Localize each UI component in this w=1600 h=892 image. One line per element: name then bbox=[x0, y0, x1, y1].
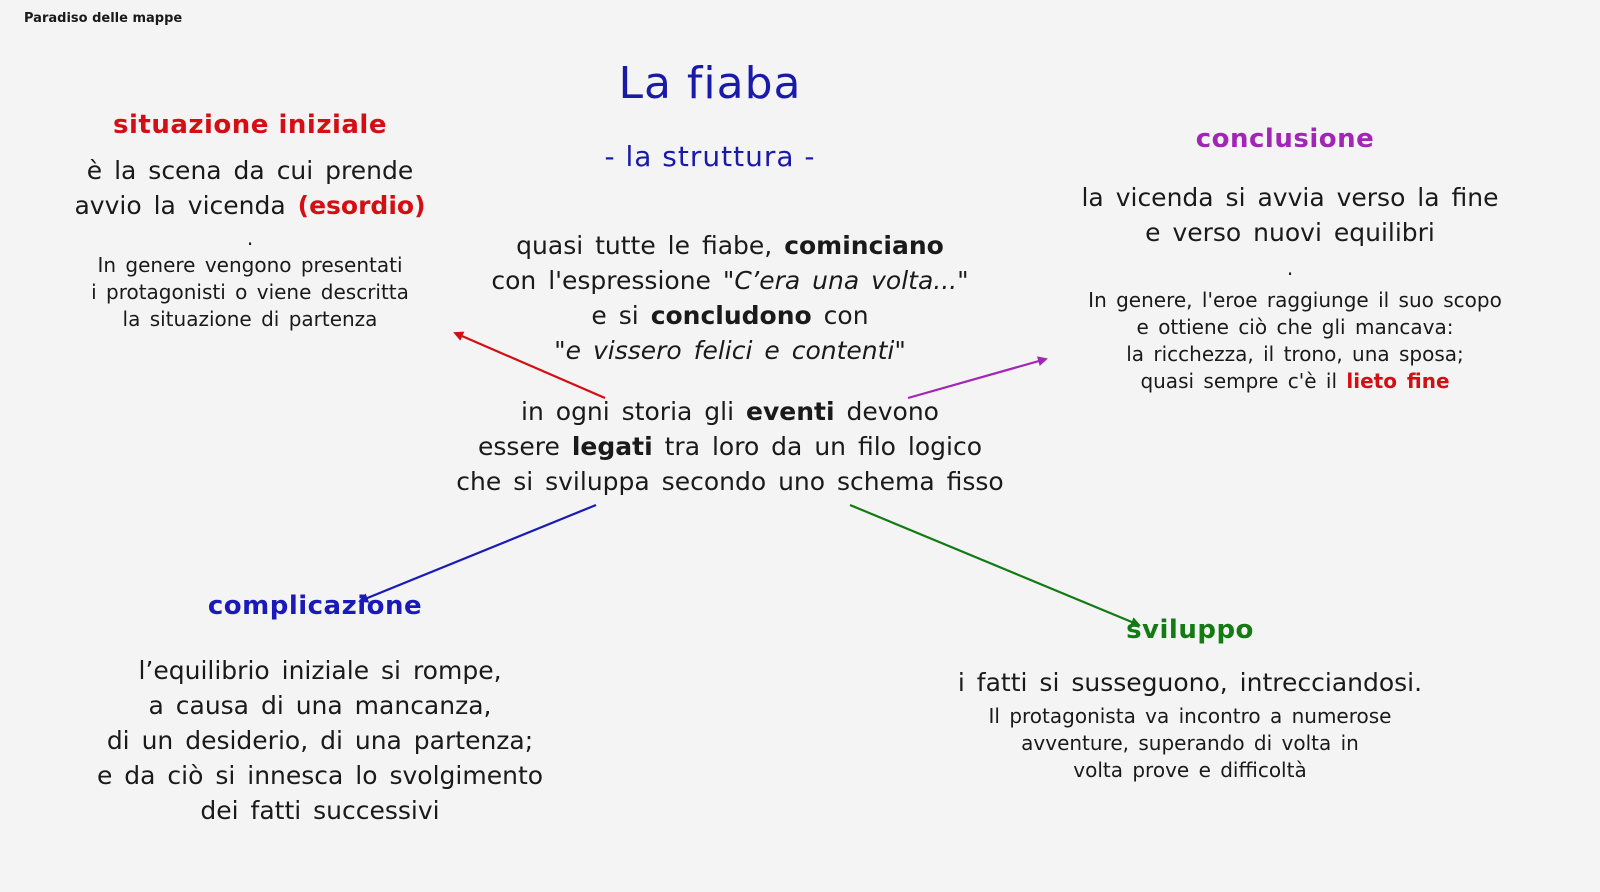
sviluppo-detail-line-1: Il protagonista va incontro a numerose bbox=[988, 704, 1392, 728]
complicazione-line-5: dei fatti successivi bbox=[200, 796, 440, 825]
situazione-line-1: è la scena da cui prende bbox=[86, 156, 414, 185]
complicazione-line-2: a causa di una mancanza, bbox=[148, 691, 492, 720]
complicazione-line-1: l’equilibrio iniziale si rompe, bbox=[138, 656, 502, 685]
situazione-line-2: avvio la vicenda (esordio) bbox=[30, 188, 470, 223]
sviluppo-body: i fatti si susseguono, intrecciandosi. bbox=[900, 665, 1480, 700]
center-events-text: essere bbox=[477, 432, 560, 461]
page-title: La fiaba bbox=[618, 58, 802, 109]
center-intro-line-4: "e vissero felici e contenti" bbox=[554, 336, 906, 365]
conclusione-line-2: e verso nuovi equilibri bbox=[1145, 218, 1435, 247]
center-events-line-1: in ogni storia gli eventi devono bbox=[400, 394, 1060, 429]
conclusione-detail-line-4: quasi sempre c'è il lieto fine bbox=[1030, 368, 1560, 395]
sviluppo-detail: Il protagonista va incontro a numerose a… bbox=[900, 703, 1480, 784]
center-intro-line-1: quasi tutte le fiabe, cominciano bbox=[430, 228, 1030, 263]
complicazione-body: l’equilibrio iniziale si rompe, a causa … bbox=[40, 653, 600, 828]
complicazione-line-3: di un desiderio, di una partenza; bbox=[106, 726, 534, 755]
center-events-line-2: essere legati tra loro da un filo logico bbox=[400, 429, 1060, 464]
center-intro-text: e si bbox=[591, 301, 639, 330]
arrow-to-conclusione bbox=[907, 356, 1048, 400]
conclusione-heading: conclusione bbox=[1195, 124, 1375, 154]
situazione-body: è la scena da cui prende avvio la vicend… bbox=[30, 153, 470, 223]
center-events-bold: legati bbox=[571, 432, 653, 461]
complicazione-heading: complicazione bbox=[207, 591, 423, 621]
situazione-detail-line-3: la situazione di partenza bbox=[122, 307, 378, 331]
situazione-text: avvio la vicenda bbox=[74, 191, 286, 220]
conclusione-text: quasi sempre c'è il bbox=[1140, 369, 1338, 393]
center-intro-block: quasi tutte le fiabe, cominciano con l'e… bbox=[430, 228, 1030, 368]
center-intro-bold: cominciano bbox=[784, 231, 944, 260]
sviluppo-detail-line-2: avventure, superando di volta in bbox=[1021, 731, 1359, 755]
center-intro-text: con bbox=[823, 301, 869, 330]
conclusione-line-1: la vicenda si avvia verso la fine bbox=[1081, 183, 1499, 212]
conclusione-body: la vicenda si avvia verso la fine e vers… bbox=[1030, 180, 1550, 250]
conclusione-detail-line-3: la ricchezza, il trono, una sposa; bbox=[1126, 342, 1464, 366]
situazione-dot: . bbox=[246, 226, 254, 250]
conclusione-detail-line-2: e ottiene ciò che gli mancava: bbox=[1136, 315, 1454, 339]
situazione-detail-line-1: In genere vengono presentati bbox=[97, 253, 403, 277]
situazione-detail-line-2: i protagonisti o viene descritta bbox=[91, 280, 409, 304]
center-events-block: in ogni storia gli eventi devono essere … bbox=[400, 394, 1060, 499]
situazione-detail: In genere vengono presentati i protagoni… bbox=[30, 252, 470, 333]
center-events-text: devono bbox=[846, 397, 939, 426]
center-events-line-3: che si sviluppa secondo uno schema fisso bbox=[456, 467, 1004, 496]
situazione-esordio: (esordio) bbox=[297, 191, 426, 220]
arrow-to-sviluppo bbox=[849, 503, 1141, 627]
conclusione-dot: . bbox=[1286, 256, 1294, 280]
sviluppo-detail-line-3: volta prove e difficoltà bbox=[1073, 758, 1307, 782]
page-subtitle: - la struttura - bbox=[604, 140, 816, 173]
center-intro-bold: concludono bbox=[650, 301, 812, 330]
credit-label: Paradiso delle mappe bbox=[24, 11, 183, 26]
center-intro-line-3: e si concludono con bbox=[430, 298, 1030, 333]
center-intro-quote: "C’era una volta..." bbox=[722, 266, 969, 295]
arrow-to-situazione bbox=[453, 331, 606, 400]
conclusione-detail-line-1: In genere, l'eroe raggiunge il suo scopo bbox=[1088, 288, 1502, 312]
arrow-to-complicazione bbox=[358, 503, 597, 603]
situazione-heading: situazione iniziale bbox=[113, 110, 387, 140]
center-events-text: in ogni storia gli bbox=[521, 397, 735, 426]
sviluppo-heading: sviluppo bbox=[1126, 615, 1254, 645]
center-intro-text: con l'espressione bbox=[491, 266, 711, 295]
center-intro-text: quasi tutte le fiabe, bbox=[516, 231, 773, 260]
center-events-bold: eventi bbox=[746, 397, 835, 426]
conclusione-lieto-fine: lieto fine bbox=[1346, 369, 1450, 393]
sviluppo-line-1: i fatti si susseguono, intrecciandosi. bbox=[957, 668, 1423, 697]
conclusione-detail: In genere, l'eroe raggiunge il suo scopo… bbox=[1030, 287, 1560, 395]
complicazione-line-4: e da ciò si innesca lo svolgimento bbox=[96, 761, 544, 790]
center-intro-line-2: con l'espressione "C’era una volta..." bbox=[430, 263, 1030, 298]
center-events-text: tra loro da un filo logico bbox=[664, 432, 982, 461]
